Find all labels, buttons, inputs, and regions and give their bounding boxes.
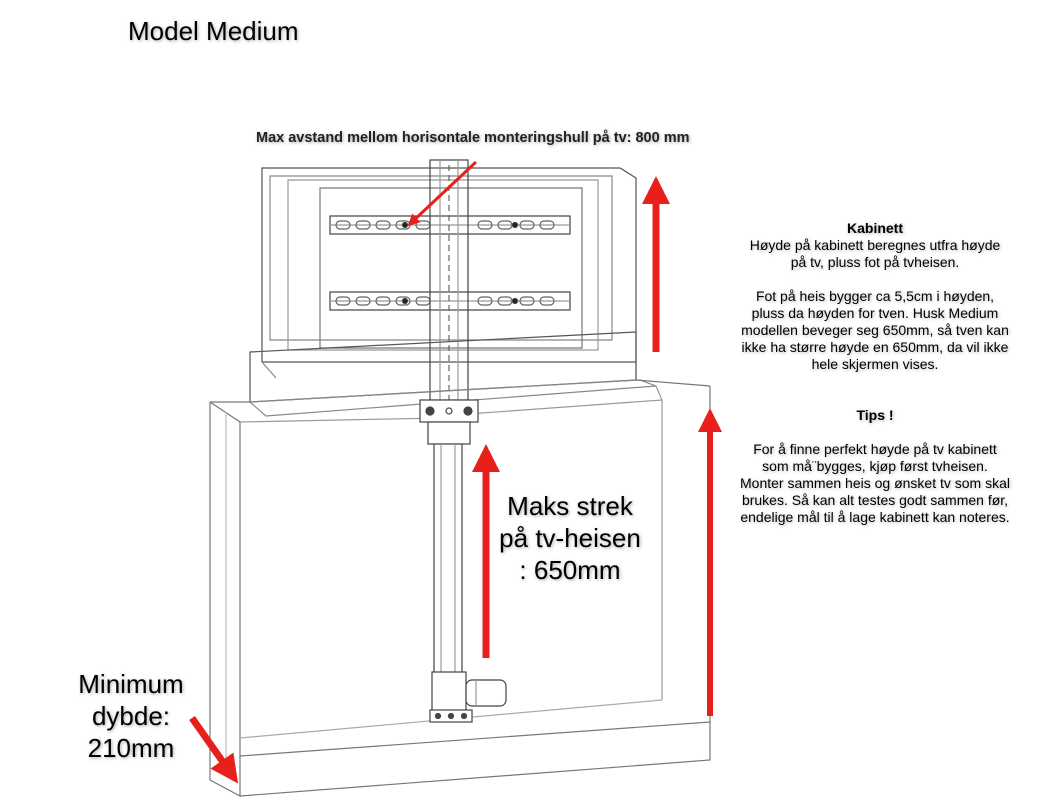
- tv-screen: [261, 167, 637, 380]
- page-title: Model Medium: [128, 16, 299, 46]
- min-depth-line-1: Minimum: [78, 669, 184, 699]
- lift-column-upper: [429, 159, 469, 401]
- max-stroke-line-2: på tv-heisen: [499, 523, 641, 553]
- mount-distance-label: Max avstand mellom horisontale montering…: [256, 130, 690, 146]
- kabinett-heading: Kabinett: [847, 220, 903, 236]
- lift-mechanism: [419, 399, 507, 723]
- arrow-icon: [189, 715, 239, 784]
- fot-text: Fot på heis bygger ca 5,5cm i høyden, pl…: [741, 288, 1009, 372]
- max-stroke-label: Maks strek på tv-heisen : 650mm: [490, 490, 650, 586]
- max-stroke-line-3: : 650mm: [519, 555, 621, 585]
- arrow-icon: [407, 160, 478, 227]
- arrow-icon: [189, 160, 722, 784]
- info-panel: Kabinett Høyde på kabinett beregnes utfr…: [740, 220, 1010, 526]
- min-depth-line-2: dybde:: [91, 701, 171, 731]
- mounting-rails: [329, 215, 571, 311]
- kabinett-text: Høyde på kabinett beregnes utfra høyde p…: [749, 237, 1001, 270]
- tips-text: For å finne perfekt høyde på tv kabinett…: [740, 441, 1010, 525]
- minimum-depth-label: Minimum dybde: 210mm: [66, 668, 196, 764]
- min-depth-line-3: 210mm: [87, 733, 175, 763]
- tips-heading: Tips !: [856, 407, 894, 423]
- max-stroke-line-1: Maks strek: [507, 491, 633, 521]
